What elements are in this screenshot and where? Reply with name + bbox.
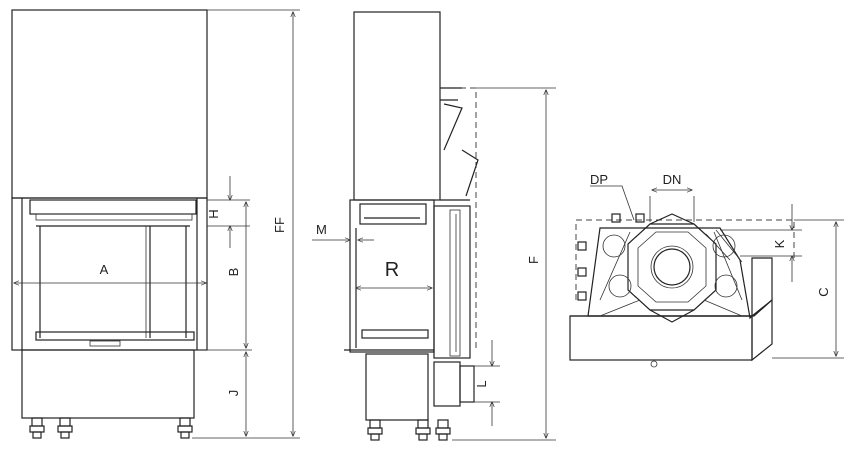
- label-a: A: [100, 262, 109, 277]
- label-l: L: [474, 380, 489, 387]
- label-ff: FF: [272, 217, 287, 233]
- label-k: K: [772, 239, 787, 248]
- label-c: C: [816, 287, 831, 296]
- side-hood: [353, 11, 441, 201]
- label-r: R: [385, 259, 399, 281]
- top-flue-octagon: [627, 223, 717, 311]
- front-base: [21, 349, 195, 419]
- label-m: M: [316, 222, 327, 237]
- side-base: [365, 353, 429, 421]
- label-b: B: [226, 268, 241, 277]
- top-front-plate: [569, 315, 753, 361]
- front-feet: [29, 417, 193, 439]
- label-h: H: [206, 209, 221, 218]
- top-view: DP DN K C: [569, 172, 844, 368]
- front-firebox: [11, 197, 208, 351]
- label-dp: DP: [590, 172, 608, 187]
- front-view: A H B J FF: [11, 9, 300, 439]
- top-flue-circle: [653, 248, 691, 286]
- front-hood: [11, 9, 208, 199]
- label-dn: DN: [663, 172, 682, 187]
- label-j: J: [226, 390, 241, 397]
- label-f: F: [526, 256, 541, 264]
- side-view: M R L F: [312, 11, 556, 441]
